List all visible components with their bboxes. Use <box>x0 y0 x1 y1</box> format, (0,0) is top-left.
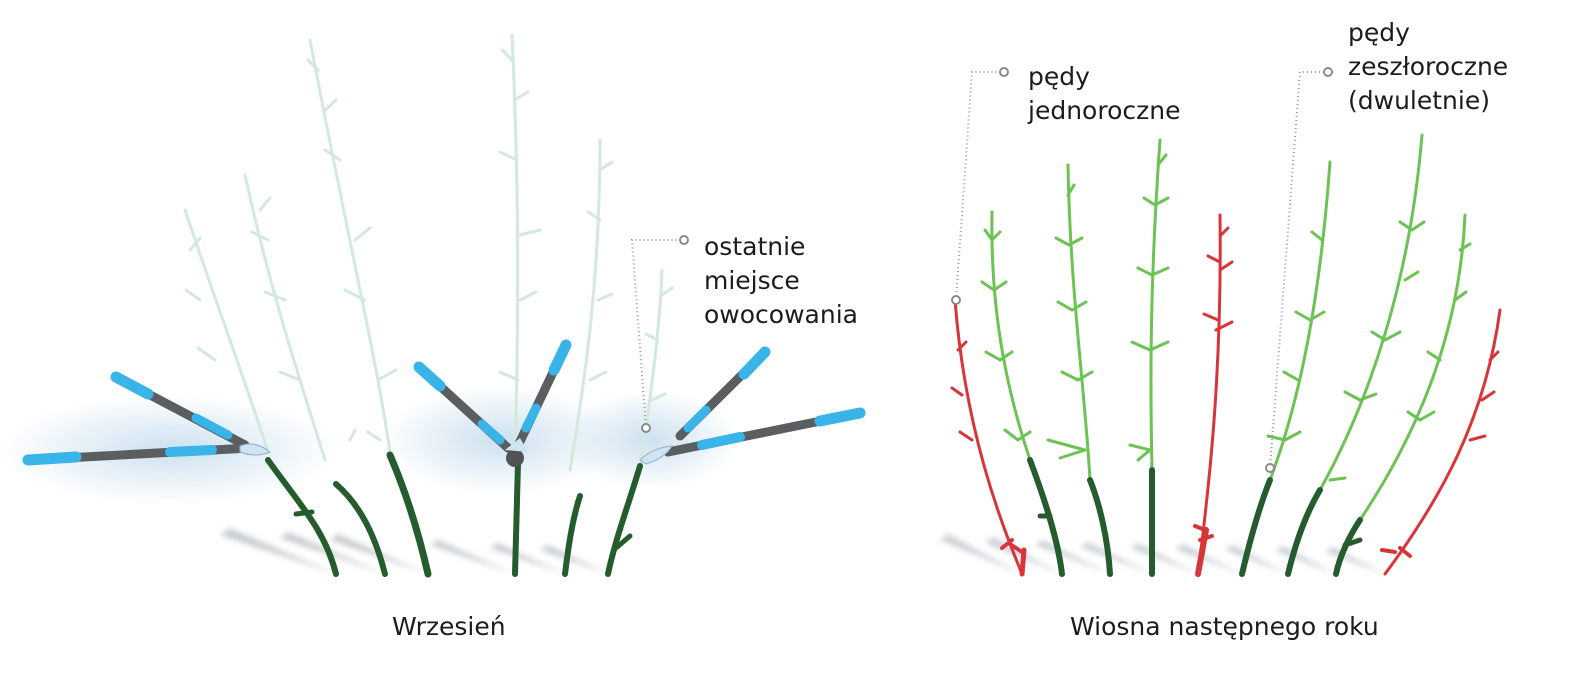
label-annual-shoots: pędy jednoroczne <box>1028 60 1180 128</box>
stem-shadows-left <box>220 528 608 574</box>
biennial-shoots <box>950 213 1502 577</box>
leader-dot <box>951 295 961 305</box>
label-line: miejsce <box>704 266 800 295</box>
pruning-shears-icon <box>639 346 866 465</box>
leader-dot <box>1265 463 1275 473</box>
caption-next-spring: Wiosna następnego roku <box>1070 612 1379 641</box>
label-line: (dwuletnie) <box>1348 86 1490 115</box>
label-line: pędy <box>1028 62 1090 91</box>
leader-line-biennial <box>1269 71 1324 469</box>
base-stems-right <box>1027 457 1363 577</box>
leader-dot <box>1323 67 1333 77</box>
label-last-fruiting: ostatnie miejsce owocowania <box>704 230 858 332</box>
pruning-shears-icon <box>413 339 572 467</box>
leader-line-last-fruiting <box>630 239 680 429</box>
leader-line-annual <box>955 71 1000 301</box>
spring-panel <box>940 67 1502 577</box>
stem-shadows-right <box>940 534 1385 574</box>
label-line: zeszłoroczne <box>1348 52 1509 81</box>
label-biennial-shoots: pędy zeszłoroczne (dwuletnie) <box>1348 16 1508 118</box>
leader-dot <box>679 235 689 245</box>
label-line: jednoroczne <box>1028 96 1181 125</box>
leader-dot <box>641 423 651 433</box>
september-panel <box>0 33 866 578</box>
label-line: ostatnie <box>704 232 806 261</box>
faded-shoots <box>183 33 674 472</box>
mist-left <box>0 385 740 505</box>
label-line: pędy <box>1348 18 1410 47</box>
label-line: owocowania <box>704 300 858 329</box>
leader-dot <box>999 67 1009 77</box>
annual-shoots <box>980 133 1472 522</box>
pruning-shears-icon <box>22 371 271 466</box>
caption-september: Wrzesień <box>392 612 506 641</box>
cut-stems-left <box>265 451 643 578</box>
